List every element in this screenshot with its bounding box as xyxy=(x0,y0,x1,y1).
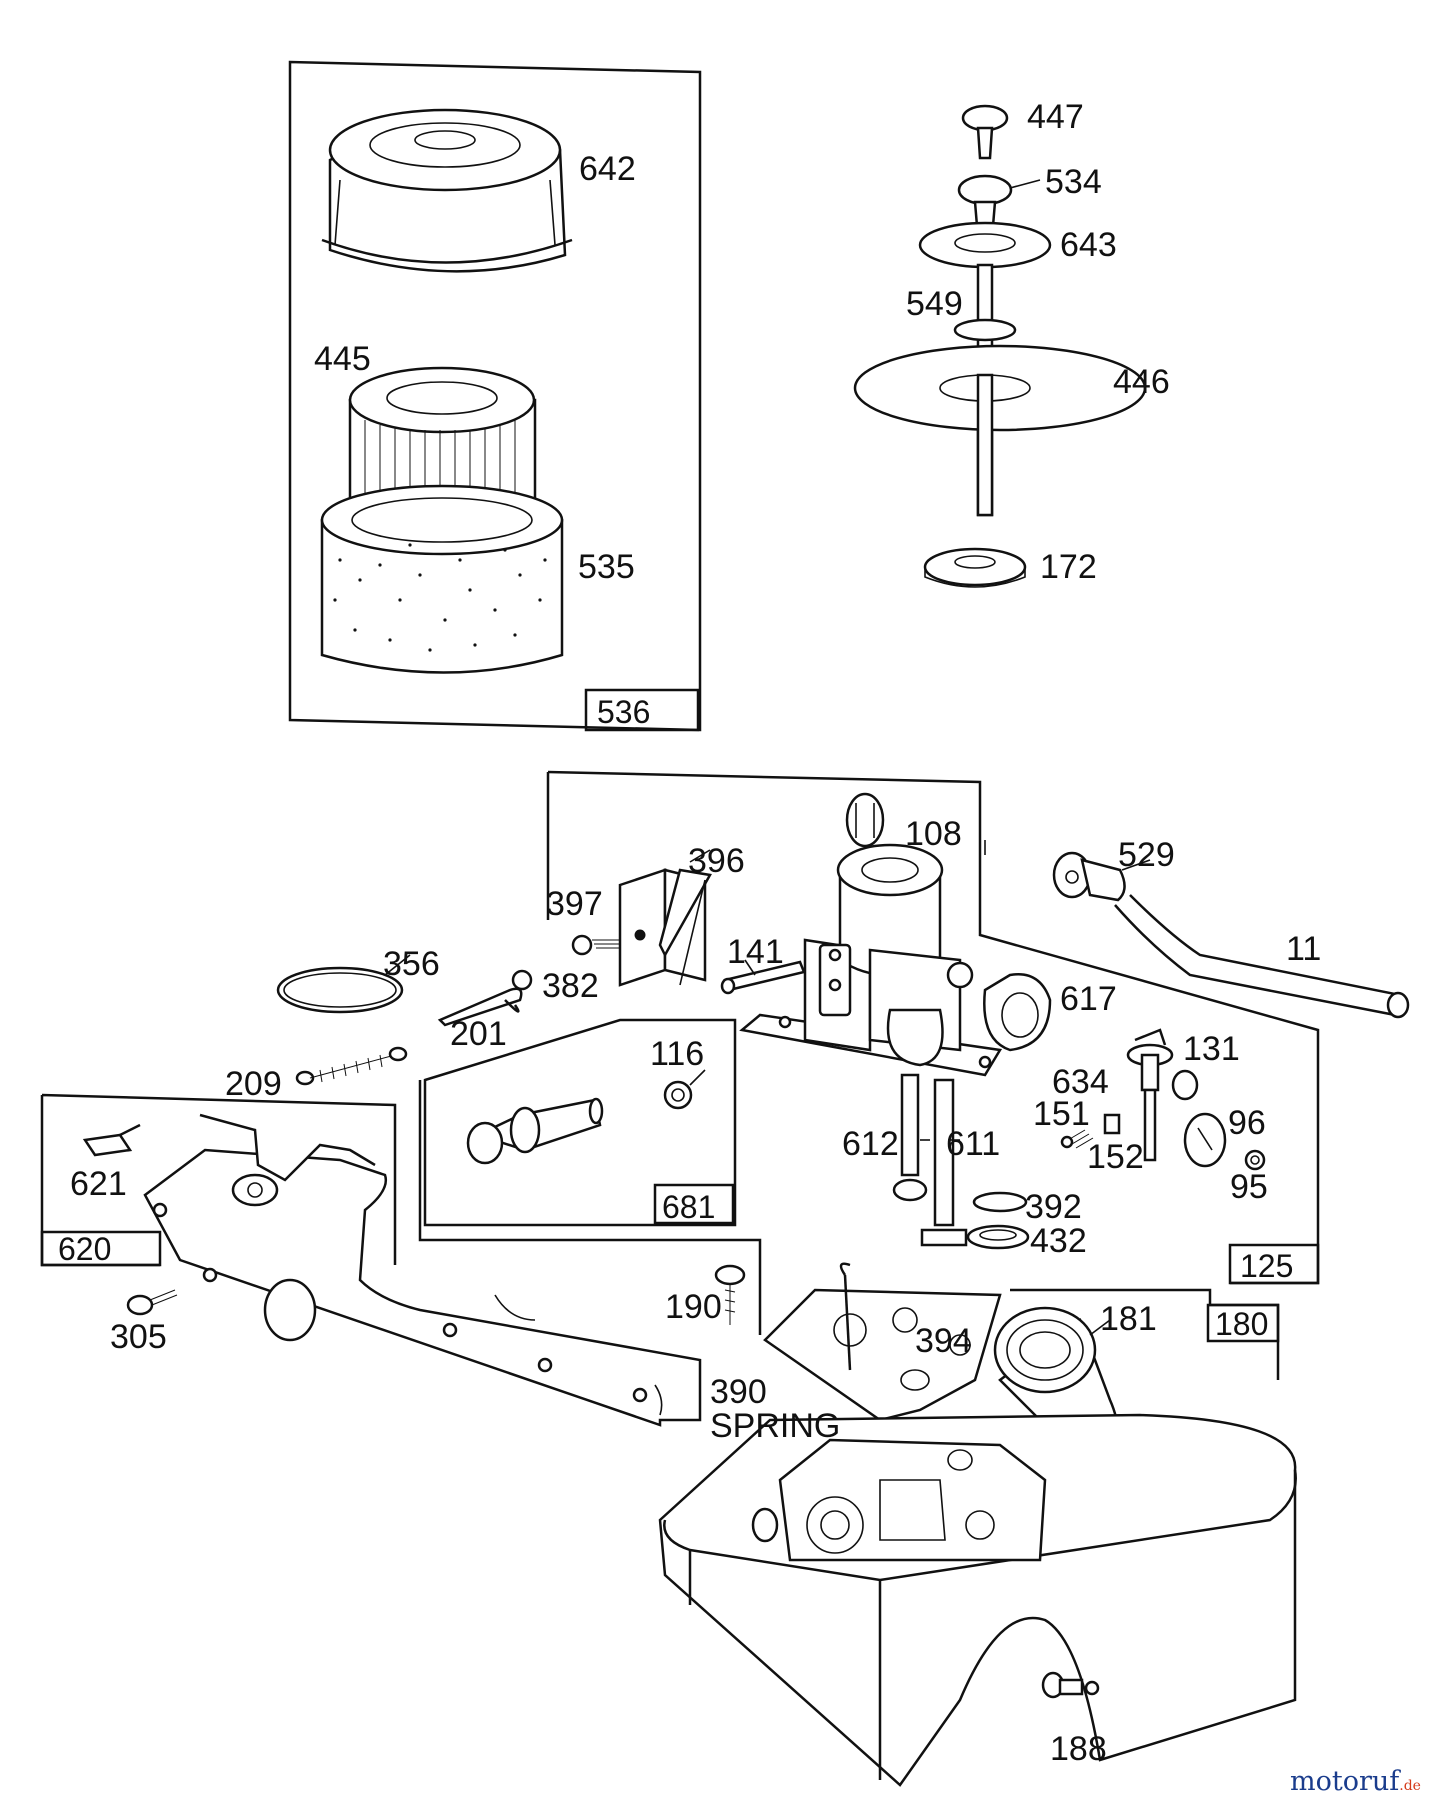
label-529: 529 xyxy=(1118,836,1175,874)
watermark: motoruf.de xyxy=(1290,1766,1421,1797)
spring-131 xyxy=(1134,1028,1199,1101)
kit-180-frame xyxy=(1010,1288,1280,1380)
label-141: 141 xyxy=(727,933,784,971)
label-447: 447 xyxy=(1027,98,1084,136)
screw-305 xyxy=(126,1289,178,1316)
gasket-446 xyxy=(853,344,1147,517)
label-445: 445 xyxy=(314,340,371,378)
air-filter-element-445 xyxy=(348,366,537,517)
kit-label-536: 536 xyxy=(597,694,650,730)
label-190: 190 xyxy=(665,1288,722,1326)
pre-cleaner-535 xyxy=(320,484,564,674)
retainer-643 xyxy=(918,221,1052,269)
kit-label-180: 180 xyxy=(1215,1306,1268,1342)
label-390: 390 xyxy=(710,1373,767,1411)
clip-621 xyxy=(82,1123,141,1157)
label-96: 96 xyxy=(1228,1104,1266,1142)
label-201: 201 xyxy=(450,1015,507,1053)
label-397: 397 xyxy=(546,885,603,923)
label-108: 108 xyxy=(905,815,962,853)
spring-151 xyxy=(1060,1129,1094,1149)
screw-190 xyxy=(714,1264,746,1325)
label-382: 382 xyxy=(542,967,599,1005)
label-611: 611 xyxy=(946,1125,1000,1163)
choke-396-397 xyxy=(618,849,712,987)
label-549: 549 xyxy=(906,285,963,323)
label-116: 116 xyxy=(650,1035,704,1073)
o-ring-356 xyxy=(276,954,411,1014)
nut-95 xyxy=(1244,1149,1266,1171)
kit-label-620: 620 xyxy=(58,1231,111,1267)
kit-label-681: 681 xyxy=(662,1189,715,1225)
kit-125-frame xyxy=(418,770,1320,1335)
label-617: 617 xyxy=(1060,980,1117,1018)
kit-681-frame xyxy=(423,1018,737,1227)
drain-188 xyxy=(1041,1671,1100,1699)
kit-label-125: 125 xyxy=(1240,1248,1293,1284)
label-392: 392 xyxy=(1025,1188,1082,1226)
label-621: 621 xyxy=(70,1165,127,1203)
label-446: 446 xyxy=(1113,363,1170,401)
label-642: 642 xyxy=(579,150,636,188)
label-188: 188 xyxy=(1050,1730,1107,1768)
spring-209 xyxy=(295,1046,408,1086)
pin-152 xyxy=(1103,1113,1121,1135)
gasket-394 xyxy=(763,1262,1002,1422)
pin-141 xyxy=(720,959,806,995)
kit-box-labels: 536 681 620 125 180 xyxy=(58,694,1293,1342)
label-356: 356 xyxy=(383,945,440,983)
kit-536-frame xyxy=(288,60,702,732)
screw-397 xyxy=(571,934,620,956)
carburetor-body xyxy=(739,843,1052,1077)
label-11: 11 xyxy=(1286,930,1321,968)
screw-108 xyxy=(845,792,885,848)
fuel-tank xyxy=(658,1413,1297,1787)
control-bracket xyxy=(143,1113,702,1427)
bolt-611 xyxy=(920,1078,968,1247)
gaskets-392-432 xyxy=(966,1191,1030,1250)
air-cleaner-cover-642 xyxy=(321,108,573,273)
watermark-brand: motoruf.de xyxy=(1290,1766,1421,1797)
leader-lines xyxy=(920,840,1111,1336)
fuel-line-11 xyxy=(1114,894,1410,1019)
label-305: 305 xyxy=(110,1318,167,1356)
bolt-612 xyxy=(892,1073,928,1202)
label-spring: SPRING xyxy=(710,1407,840,1445)
label-396: 396 xyxy=(688,842,745,880)
label-634: 634 xyxy=(1052,1063,1109,1101)
label-131: 131 xyxy=(1183,1030,1240,1068)
needle-valve-634 xyxy=(1126,1043,1174,1162)
part-labels: 447 534 643 549 446 172 642 445 535 108 … xyxy=(70,98,1321,1768)
label-181: 181 xyxy=(1100,1300,1157,1338)
label-394: 394 xyxy=(915,1322,972,1360)
label-172: 172 xyxy=(1040,548,1097,586)
link-382-201 xyxy=(437,969,533,1027)
label-95: 95 xyxy=(1230,1168,1268,1206)
label-432: 432 xyxy=(1030,1222,1087,1260)
seal-172 xyxy=(923,547,1027,588)
label-151: 151 xyxy=(1033,1095,1090,1133)
fuel-elbow-529 xyxy=(1052,851,1151,902)
washer-116 xyxy=(663,1069,706,1110)
label-209: 209 xyxy=(225,1065,282,1103)
kit-620-frame xyxy=(40,1093,397,1267)
label-534: 534 xyxy=(1045,163,1102,201)
screw-447 xyxy=(961,104,1009,160)
label-612: 612 xyxy=(842,1125,899,1163)
valve-assembly xyxy=(466,1097,604,1165)
label-643: 643 xyxy=(1060,226,1117,264)
label-535: 535 xyxy=(578,548,635,586)
label-152: 152 xyxy=(1087,1138,1144,1176)
spring-96 xyxy=(1183,1112,1227,1168)
